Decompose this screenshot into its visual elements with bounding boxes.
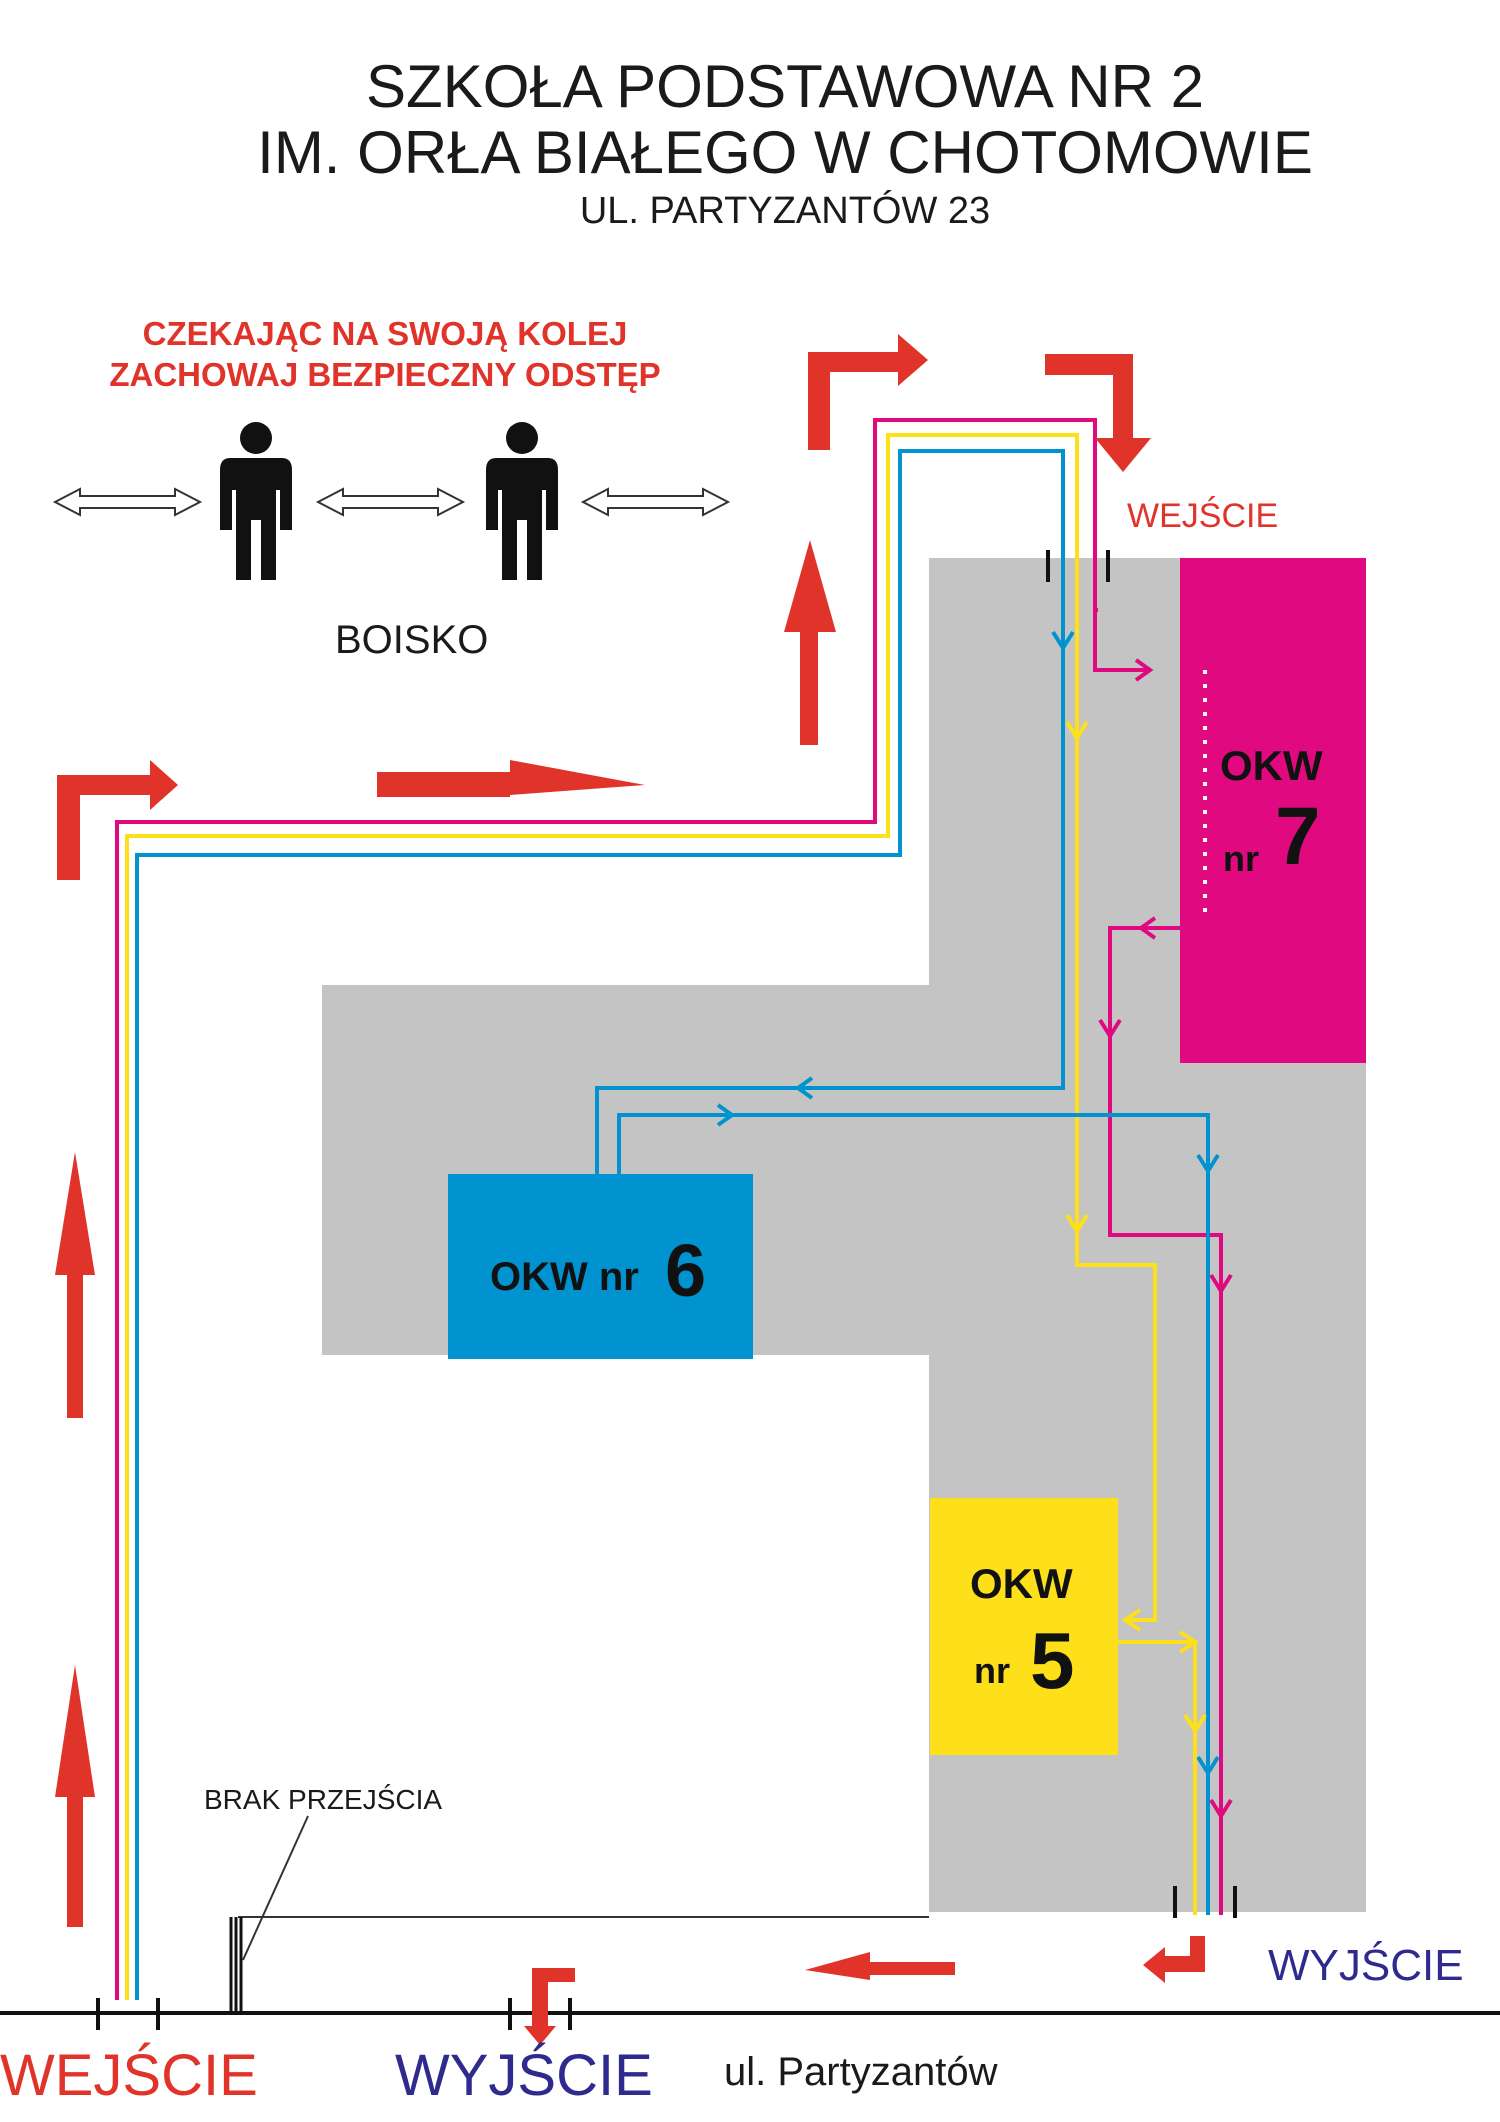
room-okw-6-label: OKW nr [490,1255,639,1299]
route-magenta-exit [1108,926,1223,1915]
brak-przejscia-leader [242,1815,309,1961]
school-address: UL. PARTYZANTÓW 23 [579,190,991,232]
entrance-bottom-label: WEJŚCIE [0,2043,258,2108]
distance-notice-line1: CZEKAJĄC NA SWOJĄ KOLEJ [142,315,628,352]
school-patron-title: IM. ORŁA BIAŁEGO W CHOTOMOWIE [257,119,1313,186]
person-icon [486,422,558,580]
room-okw-5-prefix: nr [974,1650,1010,1691]
double-arrow-icon [315,487,466,517]
no-passage-label: BRAK PRZEJŚCIA [204,1784,443,1815]
entrance-top-label: WEJŚCIE [1127,497,1279,535]
room-okw-6-block [448,1174,753,1359]
room-okw-5-block [930,1498,1118,1755]
room-okw-5-number: 5 [1030,1616,1075,1705]
route-blue [135,449,1065,2000]
gate-marks [96,550,1237,2030]
up-arrow-icon [55,1152,95,1418]
room-okw-5-label: OKW [970,1560,1073,1607]
room-okw-7-number: 7 [1275,791,1321,882]
distance-notice-line2: ZACHOWAJ BEZPIECZNY ODSTĘP [109,356,661,393]
person-icon [220,422,292,580]
barrier-icon [229,1917,243,2013]
boisko-label: BOISKO [335,618,489,662]
double-arrow-icon [52,487,203,517]
spacing-arrows [52,487,731,517]
route-magenta [115,418,1150,2000]
double-arrow-icon [580,487,731,517]
turn-arrow-icon [57,760,178,880]
route-yellow [125,433,1157,2000]
turn-arrow-icon [808,334,928,450]
route-blue-exit [617,1113,1210,1915]
turn-down-arrow-icon [1045,354,1151,472]
school-name-title: SZKOŁA PODSTAWOWA NR 2 [366,53,1204,120]
red-flow-arrows [55,334,1205,2045]
exit-right-label: WYJŚCIE [1268,1941,1464,1990]
room-okw-7-prefix: nr [1223,838,1259,879]
street-name: ul. Partyzantów [724,2050,998,2094]
up-arrow-icon [784,540,836,745]
exit-bottom-label: WYJŚCIE [395,2043,653,2108]
room-okw-7-block [1180,558,1366,1063]
room-okw-7-label: OKW [1220,742,1323,789]
exit-down-arrow-icon [524,1968,575,2045]
route-chevrons [716,608,1233,1820]
up-arrow-icon [55,1665,95,1927]
turn-left-arrow-icon [1143,1936,1205,1983]
room-okw-6-number: 6 [665,1229,707,1312]
left-arrow-icon [805,1952,955,1980]
right-arrow-icon [377,760,645,797]
